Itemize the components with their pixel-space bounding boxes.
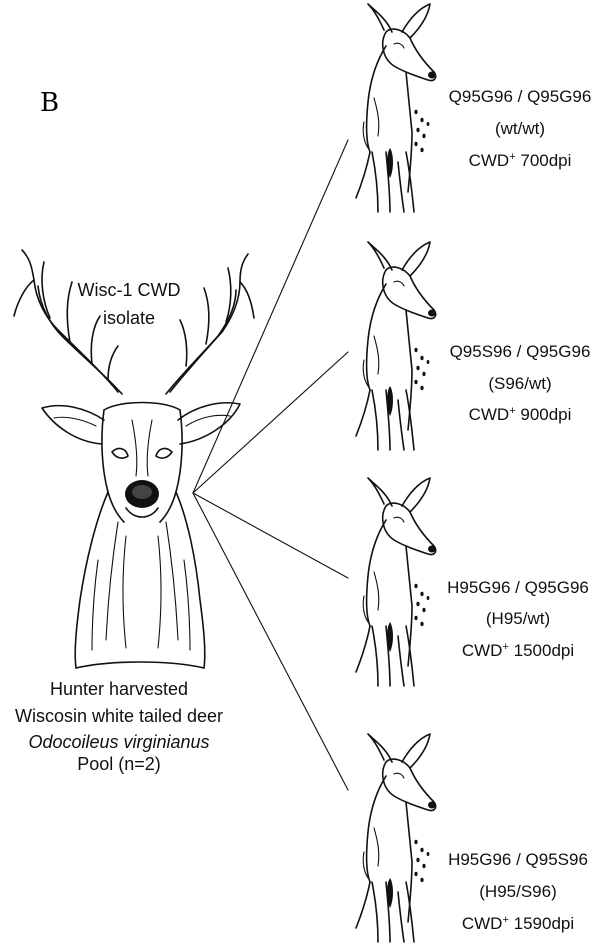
fawn-2-dpi: 900dpi — [520, 405, 571, 424]
fawn-1-cwd: CWD — [469, 151, 510, 170]
species-name: Odocoileus virginianus — [28, 732, 209, 752]
connector-lines — [193, 140, 348, 790]
fawn-4-cwd: CWD — [462, 914, 503, 933]
fawn-3-status: CWD+ 1500dpi — [462, 641, 574, 660]
fawn-group-3: H95G96 / Q95G96 (H95/wt) CWD+ 1500dpi — [356, 478, 589, 686]
fawn-4-genotype: H95G96 / Q95S96 — [448, 850, 588, 869]
caption-line1: Hunter harvested — [50, 679, 188, 699]
isolate-label-line1: Wisc-1 CWD — [78, 280, 181, 300]
fawn-group-2: Q95S96 / Q95G96 (S96/wt) CWD+ 900dpi — [356, 242, 590, 450]
fawn-2-genotype: Q95S96 / Q95G96 — [450, 342, 591, 361]
pool-size: Pool (n=2) — [77, 754, 161, 774]
fawn-1-genotype: Q95G96 / Q95G96 — [449, 87, 592, 106]
fawn-3-genotype: H95G96 / Q95G96 — [447, 578, 589, 597]
fawn-4-dpi: 1590dpi — [514, 914, 575, 933]
fawn-3-dpi: 1500dpi — [514, 641, 575, 660]
fawn-illustration-2 — [356, 242, 436, 450]
fawn-2-status: CWD+ 900dpi — [469, 405, 572, 424]
fawn-2-cwd: CWD — [469, 405, 510, 424]
connector-line-4 — [193, 493, 348, 790]
fawn-1-dpi: 700dpi — [520, 151, 571, 170]
fawn-group-4: H95G96 / Q95S96 (H95/S96) CWD+ 1590dpi — [356, 734, 588, 942]
connector-line-3 — [193, 493, 348, 578]
fawn-3-cwd: CWD — [462, 641, 503, 660]
fawn-illustration-4 — [356, 734, 436, 942]
fawn-3-allele: (H95/wt) — [486, 609, 550, 628]
fawn-group-1: Q95G96 / Q95G96 (wt/wt) CWD+ 700dpi — [356, 4, 591, 212]
caption-line2: Wiscosin white tailed deer — [15, 706, 223, 726]
connector-line-1 — [193, 140, 348, 493]
fawn-illustration-1 — [356, 4, 436, 212]
fawn-1-allele: (wt/wt) — [495, 119, 545, 138]
fawn-2-allele: (S96/wt) — [488, 374, 551, 393]
fawn-4-status: CWD+ 1590dpi — [462, 914, 574, 933]
fawn-1-status: CWD+ 700dpi — [469, 151, 572, 170]
isolate-label-line2: isolate — [103, 308, 155, 328]
fawn-4-allele: (H95/S96) — [479, 882, 556, 901]
panel-label: B — [40, 88, 59, 118]
connector-line-2 — [193, 352, 348, 493]
fawn-illustration-3 — [356, 478, 436, 686]
